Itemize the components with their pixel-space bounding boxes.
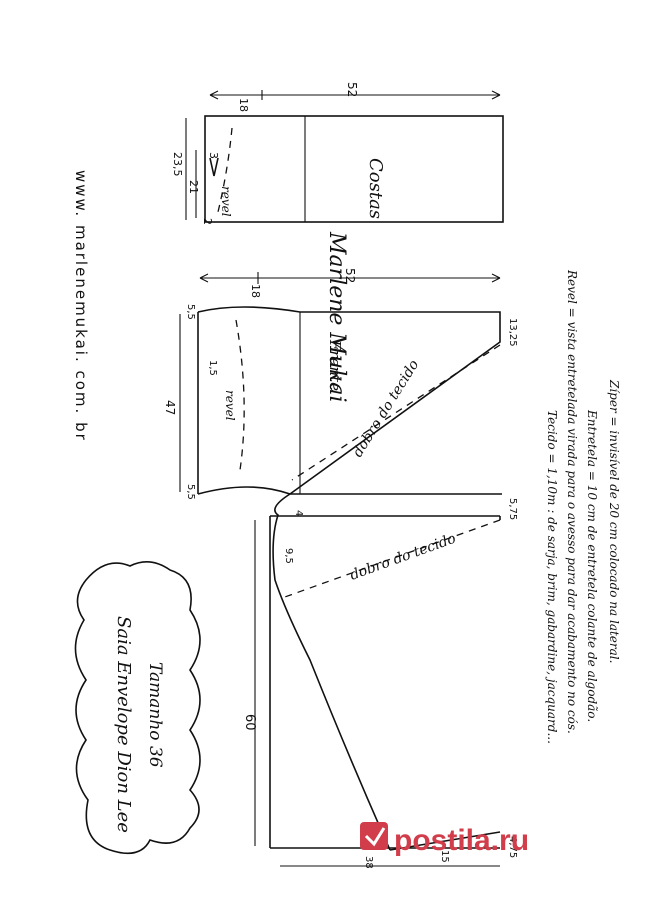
dim-9-5: 9,5 — [283, 548, 294, 564]
notes: Tecido = 1,10m : de sarja, brim, gabardi… — [545, 269, 621, 744]
dim-4-75: 4,75 — [507, 836, 518, 858]
watermark: postila.ru — [360, 822, 529, 857]
dim-5-75: 5,75 — [507, 498, 518, 520]
title-line2: Tamanho 36 — [145, 662, 165, 768]
frente-dim-waist-bot: 5,5 — [185, 484, 196, 500]
frente-label: Frente — [326, 339, 344, 391]
note-revel: Revel = vista entretelada virada para o … — [565, 269, 579, 734]
title-line1: Saia Envelope Dion Lee — [113, 616, 134, 833]
frente-fold-1: dobro do tecido — [350, 357, 423, 460]
costas-dim-side: 21 — [187, 180, 200, 194]
costas-label: Costas — [365, 158, 386, 219]
costas-dim-width: 52 — [345, 82, 359, 97]
costas-dim-top: 18 — [237, 98, 250, 112]
frente-dim-right: 13,25 — [507, 318, 518, 347]
note-tecido: Tecido = 1,10m : de sarja, brim, gabardi… — [545, 410, 559, 744]
costas-piece: Costas revel 52 18 23,5 21 3 2 — [171, 82, 504, 225]
costas-dim-dart: 3 — [207, 152, 220, 159]
signature: Marlene Mukai — [324, 231, 349, 403]
dim-60: 60 — [242, 714, 257, 731]
dim-15: 15 — [439, 850, 450, 863]
frente-dim-waist-top: 5,5 — [185, 304, 196, 320]
note-entretela: Entretela = 10 cm de entretela colante d… — [585, 409, 599, 722]
frente-dim-length: 47 — [163, 400, 177, 415]
costas-dim-bottom: 2 — [201, 218, 214, 225]
frente-revel: revel — [223, 390, 237, 421]
dim-38: 38 — [363, 856, 374, 869]
costas-revel: revel — [219, 186, 233, 217]
costas-dim-hip: 23,5 — [171, 152, 184, 177]
watermark-text: postila.ru — [394, 824, 529, 857]
note-ziper: Zíper = invisível de 20 cm colocado na l… — [607, 379, 621, 663]
frente-fold-2: dobro do tecido — [348, 531, 458, 584]
website: www. marlenemukai. com. br — [72, 170, 90, 442]
frente-dim-top: 18 — [249, 284, 262, 298]
frente-dim-dart: 1,5 — [207, 360, 218, 376]
dim-4: 4 — [293, 510, 304, 516]
title-cloud: Saia Envelope Dion Lee Tamanho 36 — [74, 561, 201, 855]
frente-dim-width: 52 — [343, 268, 357, 283]
frente-lower-piece: dobro do tecido 60 9,5 4 5,75 38 15 4,75 — [242, 493, 518, 869]
